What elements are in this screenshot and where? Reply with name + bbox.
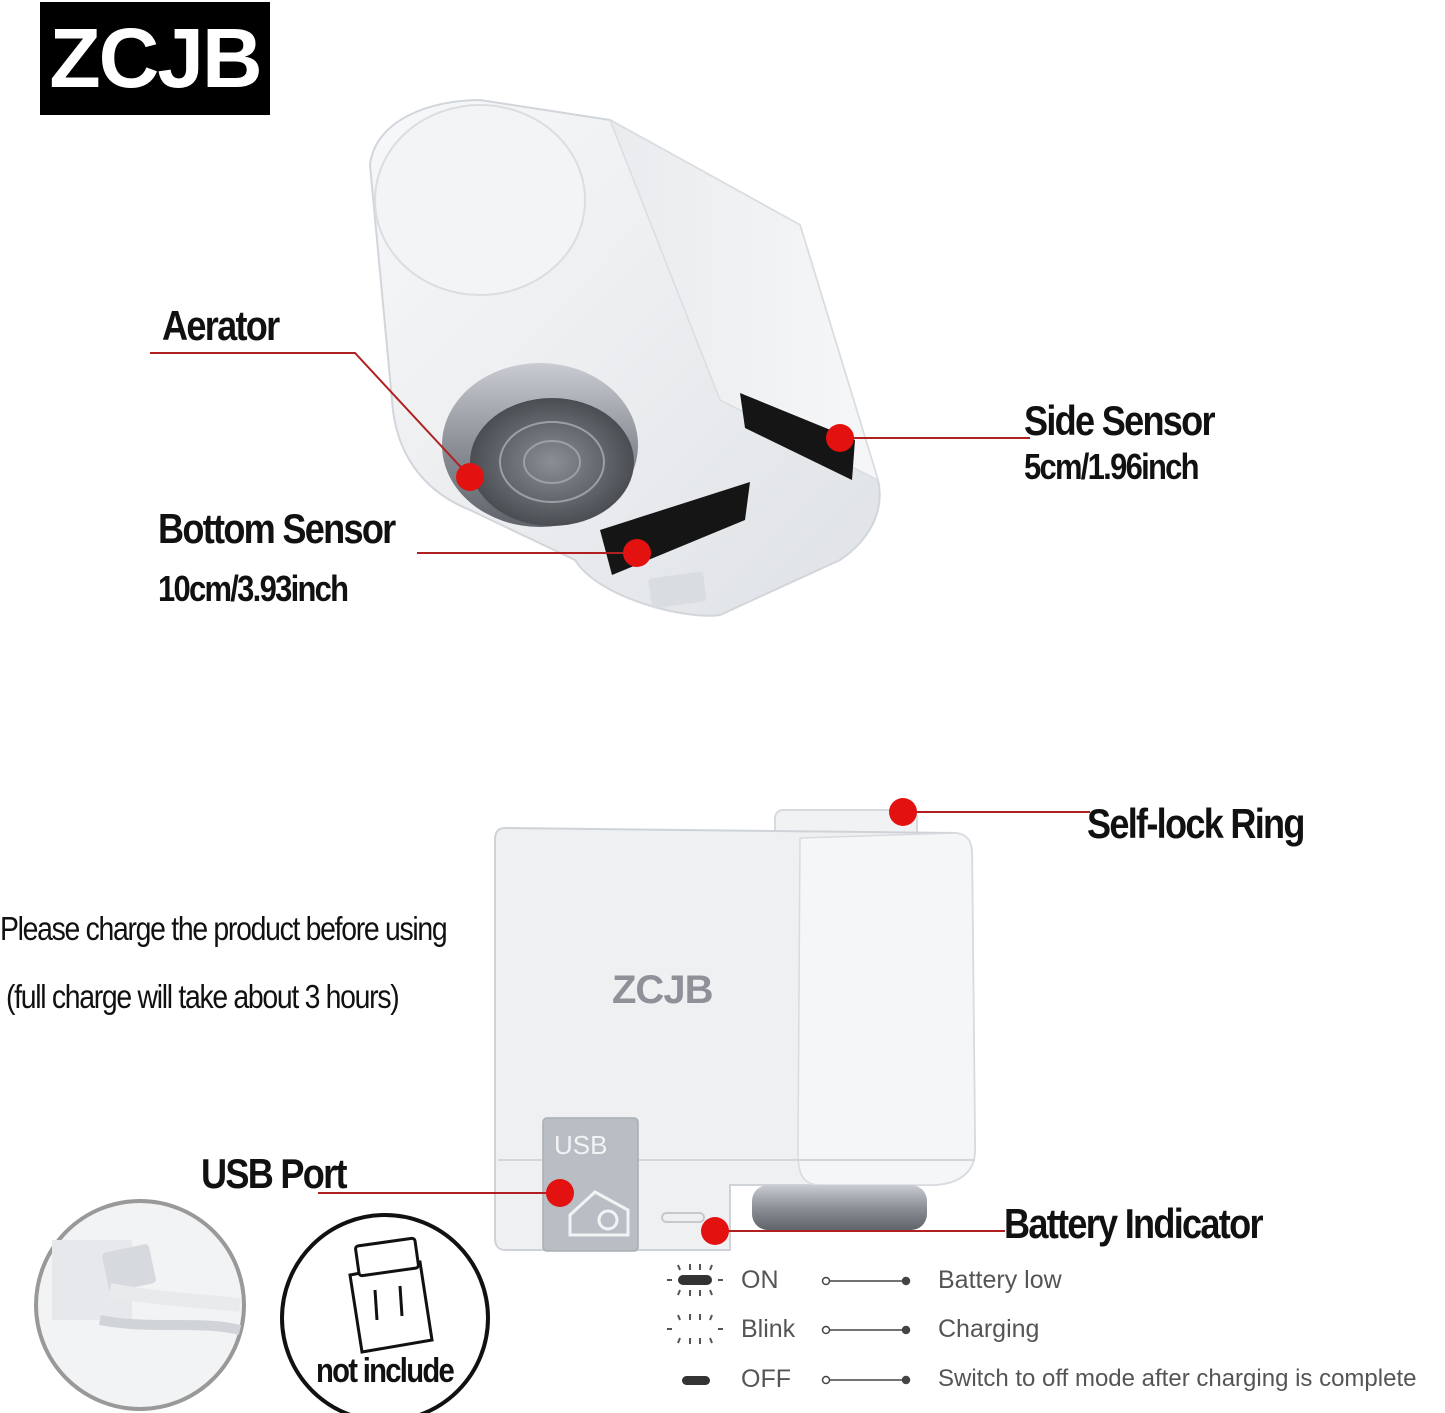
charge-note-line1: Please charge the product before using xyxy=(0,910,448,947)
top-leader-lines xyxy=(150,352,1030,554)
aerator-label: Aerator xyxy=(162,302,280,349)
bottom-sensor-marker xyxy=(623,539,651,567)
usb-cover xyxy=(542,1117,639,1252)
self-lock-marker xyxy=(889,798,917,826)
legend-meaning-off: Switch to off mode after charging is com… xyxy=(938,1365,1417,1392)
legend-meaning-blink: Charging xyxy=(938,1315,1040,1343)
battery-indicator-label: Battery Indicator xyxy=(1004,1200,1264,1247)
charging-inset xyxy=(34,1199,246,1411)
bottom-leader-lines xyxy=(318,811,1090,1232)
aerator-mesh xyxy=(470,398,634,526)
legend-state-off: OFF xyxy=(741,1365,791,1393)
not-included-note: not include xyxy=(316,1352,455,1390)
led-blink-icon xyxy=(667,1314,723,1344)
aerator-marker xyxy=(456,463,484,491)
legend-state-on: ON xyxy=(741,1266,779,1294)
bottom-device xyxy=(494,809,977,1252)
legend-meaning-on: Battery low xyxy=(938,1266,1062,1294)
charge-note-line2: (full charge will take about 3 hours) xyxy=(6,978,400,1015)
battery-indicator-marker xyxy=(701,1217,729,1245)
brand-logo: ZCJB xyxy=(40,2,270,115)
led-off-icon xyxy=(682,1376,710,1385)
legend-state-blink: Blink xyxy=(741,1315,796,1343)
usb-port-marker xyxy=(546,1179,574,1207)
bottom-aerator xyxy=(752,1185,927,1230)
side-sensor-window xyxy=(740,393,855,480)
bottom-sensor-range: 10cm/3.93inch xyxy=(158,568,349,609)
micro-usb-inset xyxy=(280,1213,490,1413)
side-sensor-marker xyxy=(826,424,854,452)
device-brand-mark: ZCJB xyxy=(612,968,713,1012)
top-device xyxy=(368,98,881,617)
indicator-slot xyxy=(661,1212,705,1223)
self-lock-ring-label: Self-lock Ring xyxy=(1087,800,1305,847)
usb-port-label: USB Port xyxy=(201,1150,348,1197)
side-sensor-range: 5cm/1.96inch xyxy=(1024,446,1200,487)
led-on-icon xyxy=(667,1264,723,1296)
usb-mark: USB xyxy=(554,1130,608,1160)
side-sensor-label: Side Sensor xyxy=(1024,397,1216,444)
bottom-sensor-label: Bottom Sensor xyxy=(158,505,396,552)
legend-connectors xyxy=(821,1276,911,1385)
